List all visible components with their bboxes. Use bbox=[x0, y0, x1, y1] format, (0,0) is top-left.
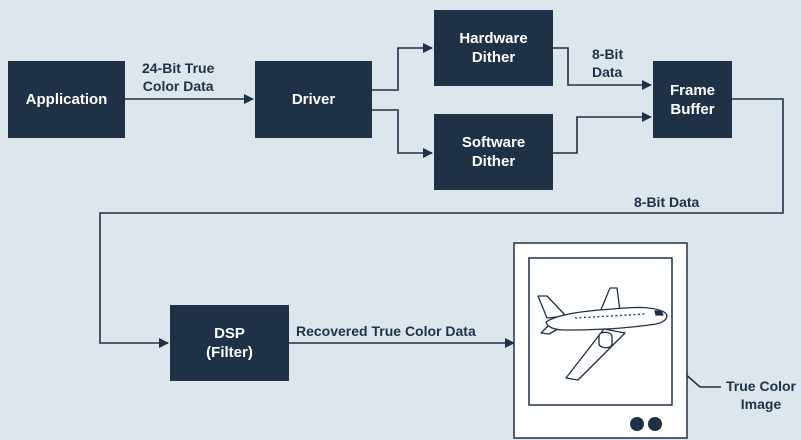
node-driver: Driver bbox=[255, 61, 372, 138]
label-true-color-image: True Color Image bbox=[726, 378, 797, 412]
label-8-bit-data: 8-Bit Data bbox=[634, 194, 700, 210]
label-recovered-true-color-data: Recovered True Color Data bbox=[296, 323, 476, 339]
node-software-dither: Software Dither bbox=[434, 114, 553, 190]
label-24-bit-true-color-data: 24-Bit True Color Data bbox=[142, 60, 215, 94]
node-application: Application bbox=[8, 61, 125, 138]
arrow-driver-to-software-dither bbox=[372, 109, 433, 158]
node-hardware-dither: Hardware Dither bbox=[434, 10, 553, 86]
label-8-bit-data-short: 8-Bit Data bbox=[592, 46, 624, 80]
arrow-software-dither-to-frame-buffer bbox=[553, 112, 652, 154]
node-dsp-filter: DSP (Filter) bbox=[170, 305, 289, 381]
monitor-knob-right bbox=[648, 417, 662, 431]
arrow-frame-buffer-to-dsp bbox=[99, 98, 784, 348]
monitor-knob-left bbox=[630, 417, 644, 431]
airplane-icon bbox=[537, 287, 668, 381]
node-frame-buffer: Frame Buffer bbox=[653, 61, 732, 138]
arrow-driver-to-hardware-dither bbox=[372, 43, 433, 91]
arrow-hardware-dither-to-frame-buffer bbox=[553, 47, 652, 90]
